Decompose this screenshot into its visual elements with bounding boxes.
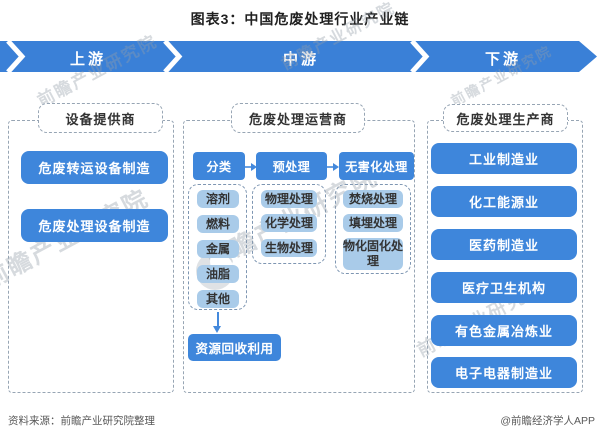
credit-note: @前瞻经济学人APP bbox=[500, 415, 595, 427]
down-arrow-line bbox=[216, 312, 219, 327]
node-solidification: 物化固化处理 bbox=[343, 238, 404, 270]
node-medical-institutions: 医疗卫生机构 bbox=[431, 272, 577, 303]
node-nonferrous-smelting: 有色金属冶炼业 bbox=[431, 315, 577, 346]
node-transfer-equipment: 危废转运设备制造 bbox=[21, 151, 168, 184]
node-treatment-equipment: 危废处理设备制造 bbox=[21, 209, 168, 242]
middle-column-header: 危废处理运营商 bbox=[231, 103, 365, 133]
node-other: 其他 bbox=[197, 290, 239, 308]
down-arrow-icon bbox=[213, 326, 221, 333]
node-biological-treatment: 生物处理 bbox=[261, 239, 317, 257]
right-column-header: 危废处理生产商 bbox=[443, 104, 568, 132]
pretreat-subgroup bbox=[252, 184, 326, 264]
node-solvent: 溶剂 bbox=[197, 190, 239, 208]
right-arrow-icon bbox=[327, 160, 339, 178]
classify-subgroup bbox=[188, 184, 247, 310]
node-electronics: 电子电器制造业 bbox=[431, 357, 577, 388]
node-incineration: 焚烧处理 bbox=[343, 190, 403, 208]
harmless-subgroup bbox=[335, 184, 411, 274]
node-harmless: 无害化处理 bbox=[339, 152, 414, 180]
left-column-header: 设备提供商 bbox=[38, 103, 163, 133]
right-arrow-icon bbox=[245, 160, 257, 178]
band-segment-downstream: 下游 bbox=[484, 51, 521, 68]
node-chemical-energy: 化工能源业 bbox=[431, 186, 577, 217]
node-grease: 油脂 bbox=[197, 265, 239, 283]
node-classify: 分类 bbox=[193, 152, 245, 180]
source-note: 资料来源：前瞻产业研究院整理 bbox=[8, 415, 155, 427]
node-chemical-treatment: 化学处理 bbox=[261, 214, 317, 232]
band-segment-upstream: 上游 bbox=[69, 51, 106, 68]
band-segment-midstream: 中游 bbox=[282, 51, 319, 68]
node-metal: 金属 bbox=[197, 240, 239, 258]
page-title: 图表3：中国危废处理行业产业链 bbox=[190, 11, 410, 27]
chevron-ribbon bbox=[0, 41, 597, 72]
node-industrial-manufacturing: 工业制造业 bbox=[431, 143, 577, 174]
node-fuel: 燃料 bbox=[197, 215, 239, 233]
node-resource-recycling: 资源回收利用 bbox=[188, 334, 281, 361]
node-landfill: 填埋处理 bbox=[343, 214, 403, 232]
node-pharmaceutical: 医药制造业 bbox=[431, 229, 577, 260]
node-physical-treatment: 物理处理 bbox=[261, 190, 317, 208]
node-pretreat: 预处理 bbox=[256, 152, 327, 180]
